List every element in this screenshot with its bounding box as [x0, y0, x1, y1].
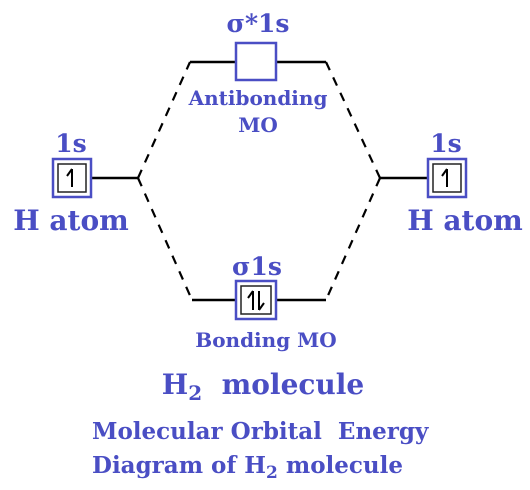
bonding-caption: Bonding MO — [195, 328, 337, 352]
molecule-formula-rest: molecule — [221, 368, 365, 401]
bonding-electron-up-arrow — [247, 290, 254, 310]
antibonding-orbital-box — [234, 41, 278, 82]
correlation-right-bonding — [324, 177, 382, 301]
caption-line2: Diagram of H2 molecule — [92, 452, 404, 482]
caption-line2-a: Diagram of H — [92, 452, 267, 479]
antibonding-orbital-label: σ*1s — [226, 9, 290, 38]
caption-line1-b: Energy — [337, 418, 429, 445]
caption-line2-b: molecule — [285, 452, 404, 479]
bonding-electron-down-arrow — [258, 291, 265, 311]
left-atom-label: H atom — [13, 204, 129, 237]
molecule-formula: H2 molecule — [161, 368, 365, 404]
correlation-left-antibonding — [136, 61, 192, 179]
bonding-orbital-inner — [240, 285, 272, 315]
right-atom-orbital-label: 1s — [430, 129, 462, 158]
antibonding-caption-line2: MO — [238, 113, 278, 137]
caption-line1: Molecular Orbital Energy — [92, 420, 428, 443]
caption-line1-a: Molecular Orbital — [92, 418, 322, 445]
caption-line2-subscript: 2 — [266, 463, 278, 483]
molecule-formula-subscript: 2 — [188, 381, 203, 405]
left-atom-orbital-label: 1s — [55, 129, 87, 158]
left-atom-electron-up-arrow — [66, 168, 73, 187]
correlation-right-antibonding — [325, 61, 381, 179]
correlation-left-bonding — [136, 177, 194, 301]
molecule-formula-base: H — [161, 368, 189, 401]
bonding-orbital-label: σ1s — [232, 252, 282, 281]
antibonding-caption-line1: Antibonding — [188, 86, 328, 110]
right-atom-electron-up-arrow — [441, 168, 448, 187]
right-atom-label: H atom — [407, 204, 523, 237]
